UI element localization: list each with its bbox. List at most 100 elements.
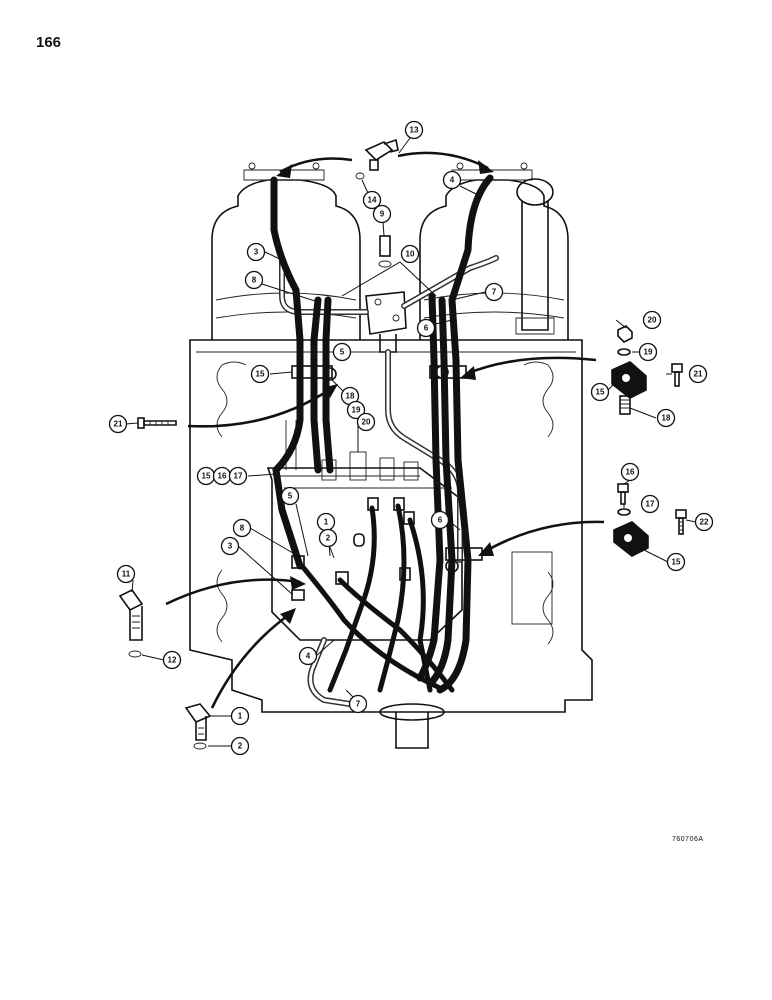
svg-text:14: 14 — [368, 196, 377, 205]
o-ring-icon — [193, 742, 207, 750]
svg-text:5: 5 — [340, 348, 345, 357]
callout-22: 22 — [694, 512, 714, 532]
callout-15-right: 15 — [590, 382, 610, 402]
leader-lines — [125, 137, 697, 747]
callout-5-lower: 5 — [280, 486, 300, 506]
svg-text:21: 21 — [114, 420, 123, 429]
callout-4-lower: 4 — [298, 646, 318, 666]
callout-2-lower: 2 — [230, 736, 250, 756]
callout-13: 13 — [404, 120, 424, 140]
callout-11: 11 — [116, 564, 136, 584]
callout-12: 12 — [162, 650, 182, 670]
callout-19-right: 19 — [638, 342, 658, 362]
svg-text:22: 22 — [700, 518, 709, 527]
hose-clamp-icon — [613, 521, 649, 557]
elbow-fitting-icon — [364, 138, 399, 171]
svg-text:7: 7 — [356, 700, 361, 709]
callout-17-valve: 17 — [228, 466, 248, 486]
svg-text:18: 18 — [346, 392, 355, 401]
hose-clamp-icon — [611, 361, 647, 399]
svg-text:18: 18 — [662, 414, 671, 423]
callout-4: 4 — [442, 170, 462, 190]
callout-20-right: 20 — [642, 310, 662, 330]
svg-text:13: 13 — [410, 126, 419, 135]
svg-text:10: 10 — [406, 250, 415, 259]
hydraulic-hose-icon — [270, 174, 494, 694]
callout-2-upper: 2 — [318, 528, 338, 548]
bolt-icon — [671, 363, 683, 387]
svg-text:4: 4 — [306, 652, 311, 661]
callout-8: 8 — [244, 270, 264, 290]
callout-3: 3 — [246, 242, 266, 262]
svg-text:4: 4 — [450, 176, 455, 185]
svg-text:3: 3 — [228, 542, 233, 551]
page-number: 166 — [36, 34, 62, 51]
svg-text:19: 19 — [644, 348, 653, 357]
svg-text:2: 2 — [238, 742, 243, 751]
callout-8-lower: 8 — [232, 518, 252, 538]
svg-text:15: 15 — [596, 388, 605, 397]
svg-text:15: 15 — [202, 472, 211, 481]
callout-6: 6 — [416, 318, 436, 338]
washer-icon — [617, 508, 631, 516]
svg-text:1: 1 — [324, 518, 329, 527]
callout-5: 5 — [332, 342, 352, 362]
svg-text:3: 3 — [254, 248, 259, 257]
callout-16-valve: 16 — [212, 466, 232, 486]
svg-text:21: 21 — [694, 370, 703, 379]
svg-text:8: 8 — [252, 276, 257, 285]
bolt-icon — [137, 417, 177, 429]
washer-icon — [617, 348, 631, 356]
o-ring-icon — [128, 650, 142, 658]
svg-text:2: 2 — [326, 534, 331, 543]
callout-10: 10 — [400, 244, 420, 264]
callout-21-right: 21 — [688, 364, 708, 384]
callout-1-lower: 1 — [230, 706, 250, 726]
callout-17-right: 17 — [640, 494, 660, 514]
callout-1-upper: 1 — [316, 512, 336, 532]
callout-16-right: 16 — [620, 462, 640, 482]
svg-text:11: 11 — [122, 570, 131, 579]
callout-15-valve: 15 — [196, 466, 216, 486]
bolt-icon — [675, 509, 687, 535]
svg-text:9: 9 — [380, 210, 385, 219]
callout-7: 7 — [484, 282, 504, 302]
callout-18: 18 — [340, 386, 360, 406]
callout-3-lower: 3 — [220, 536, 240, 556]
svg-text:15: 15 — [672, 558, 681, 567]
callout-15-right-lower: 15 — [666, 552, 686, 572]
callout-7-lower: 7 — [348, 694, 368, 714]
callout-19: 19 — [346, 400, 366, 420]
valve-block-icon — [365, 235, 407, 353]
svg-text:15: 15 — [256, 370, 265, 379]
callout-18-right: 18 — [656, 408, 676, 428]
elbow-fitting-icon — [118, 588, 144, 641]
callout-9: 9 — [372, 204, 392, 224]
flow-arrow-icon — [165, 151, 605, 709]
svg-text:7: 7 — [492, 288, 497, 297]
callout-20: 20 — [356, 412, 376, 432]
callout-14: 14 — [362, 190, 382, 210]
svg-text:5: 5 — [288, 492, 293, 501]
svg-text:8: 8 — [240, 524, 245, 533]
callout-6-lower: 6 — [430, 510, 450, 530]
svg-text:19: 19 — [352, 406, 361, 415]
svg-text:16: 16 — [218, 472, 227, 481]
svg-text:16: 16 — [626, 468, 635, 477]
bolt-icon — [617, 483, 629, 505]
callout-21: 21 — [108, 414, 128, 434]
svg-text:6: 6 — [424, 324, 429, 333]
svg-text:12: 12 — [168, 656, 177, 665]
spacer-icon — [619, 395, 631, 415]
svg-text:20: 20 — [648, 316, 657, 325]
callout-15: 15 — [250, 364, 270, 384]
o-ring-icon — [355, 172, 365, 180]
svg-text:17: 17 — [234, 472, 243, 481]
elbow-fitting-icon — [184, 703, 212, 741]
drawing-id: 760706A — [672, 836, 704, 843]
svg-text:17: 17 — [646, 500, 655, 509]
svg-text:6: 6 — [438, 516, 443, 525]
nut-icon — [617, 325, 633, 343]
svg-text:1: 1 — [238, 712, 243, 721]
